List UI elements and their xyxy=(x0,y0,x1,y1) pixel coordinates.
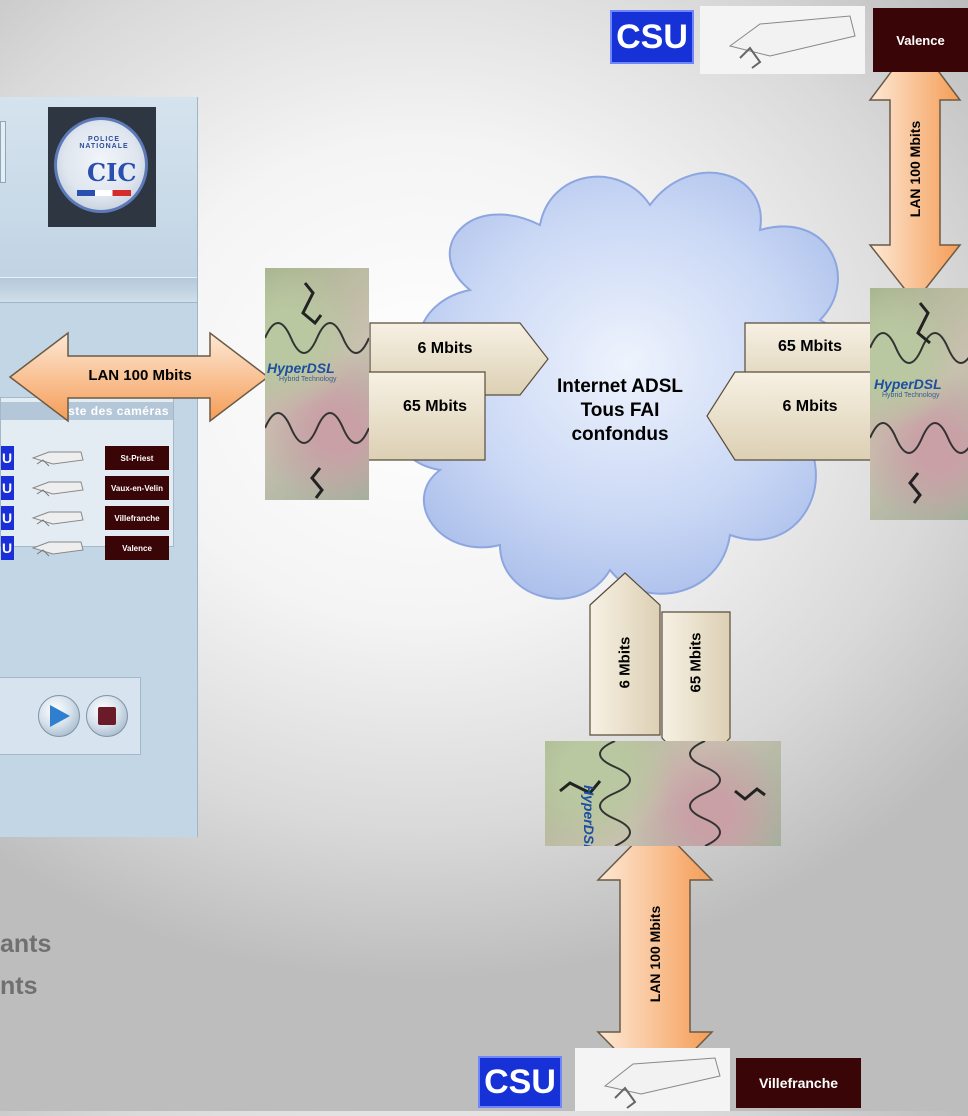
bottom-down-speed: 65 Mbits xyxy=(687,632,705,693)
signal-wave-icon xyxy=(559,741,766,846)
panel-divider xyxy=(0,277,197,303)
camera-name: Vaux-en-Velin xyxy=(105,476,169,500)
csu-badge: U xyxy=(1,506,14,530)
camera-row[interactable]: U Villefranche xyxy=(1,506,173,532)
panel-tab[interactable] xyxy=(0,121,6,183)
camera-icon xyxy=(31,541,84,557)
csu-badge: U xyxy=(1,446,14,470)
slide-text-line-1: ants xyxy=(0,930,52,958)
camera-client-panel: POLICE NATIONALE CIC ste des caméras U S… xyxy=(0,97,198,837)
camera-icon xyxy=(31,451,84,467)
lan-left-label: LAN 100 Mbits xyxy=(88,367,192,384)
internet-cloud xyxy=(394,171,858,600)
camera-row[interactable]: U Valence xyxy=(1,536,173,560)
lan-right-label: LAN 100 Mbits xyxy=(907,120,923,218)
right-out-arrow xyxy=(706,371,879,461)
camera-icon xyxy=(31,481,84,497)
left-down-speed: 65 Mbits xyxy=(402,398,467,415)
modem-sub: Hybrid Technology xyxy=(279,376,337,383)
right-out-speed: 6 Mbits xyxy=(782,398,838,415)
modem-label: HyperDSL xyxy=(874,376,942,392)
camera-row[interactable]: U Vaux-en-Velin xyxy=(1,476,173,502)
site-name-top: Valence xyxy=(873,8,968,72)
hyperdsl-modem-right: HyperDSL Hybrid Technology xyxy=(870,288,968,520)
modem-sub: Hybrid Technology xyxy=(882,392,940,399)
camera-row[interactable]: U St-Priest xyxy=(1,446,173,472)
right-in-speed: 65 Mbits xyxy=(777,338,842,355)
left-up-speed: 6 Mbits xyxy=(417,340,473,357)
signal-wave-icon xyxy=(265,282,369,499)
csu-badge: U xyxy=(1,536,14,560)
camera-list: ste des caméras U St-Priest U Vaux-en-Ve… xyxy=(0,397,174,560)
emblem-flag xyxy=(77,190,131,196)
emblem-text: POLICE NATIONALE xyxy=(79,136,129,150)
playback-controls xyxy=(0,677,141,755)
play-button[interactable] xyxy=(38,695,80,737)
emblem-disc: POLICE NATIONALE CIC xyxy=(54,117,148,213)
camera-name: Villefranche xyxy=(105,506,169,530)
camera-icon xyxy=(31,511,84,527)
camera-list-header: ste des caméras xyxy=(1,402,173,420)
lan-bottom-label: LAN 100 Mbits xyxy=(647,905,663,1003)
camera-name: St-Priest xyxy=(105,446,169,470)
csu-logo-top: CSU xyxy=(610,10,694,64)
camera-name: Valence xyxy=(105,536,169,560)
play-icon xyxy=(50,705,70,727)
camera-icon-bottom xyxy=(575,1048,730,1111)
hyperdsl-modem-left: HyperDSL Hybrid Technology xyxy=(265,268,369,500)
camera-icon xyxy=(728,15,856,69)
stop-icon xyxy=(98,707,116,725)
modem-label: HyperDSL xyxy=(581,785,597,846)
bottom-up-arrow xyxy=(589,572,661,736)
internet-cloud-label: Internet ADSL Tous FAI confondus xyxy=(557,376,683,445)
bottom-up-speed: 6 Mbits xyxy=(616,636,634,689)
signal-wave-icon xyxy=(870,302,968,504)
site-name-bottom: Villefranche xyxy=(736,1058,861,1108)
hyperdsl-modem-bottom: HyperDSL xyxy=(545,741,781,846)
emblem-initials: CIC xyxy=(87,158,137,187)
csu-badge: U xyxy=(1,476,14,500)
slide-text-line-2: nts xyxy=(0,972,38,1000)
stop-button[interactable] xyxy=(86,695,128,737)
camera-icon xyxy=(603,1057,721,1109)
modem-label: HyperDSL xyxy=(267,360,335,376)
camera-icon-top xyxy=(700,6,865,74)
police-emblem: POLICE NATIONALE CIC xyxy=(48,107,156,227)
csu-logo-bottom: CSU xyxy=(478,1056,562,1108)
